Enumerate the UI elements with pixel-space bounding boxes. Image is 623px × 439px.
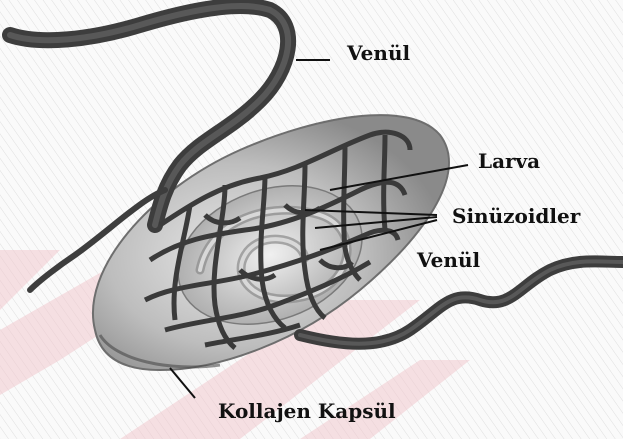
label-venul-top: Venül	[347, 43, 410, 63]
label-sinuzoidler: Sinüzoidler	[452, 206, 580, 226]
label-larva: Larva	[478, 151, 540, 171]
label-kollajen-kapsul: Kollajen Kapsül	[218, 401, 396, 421]
label-venul-mid: Venül	[417, 250, 480, 270]
